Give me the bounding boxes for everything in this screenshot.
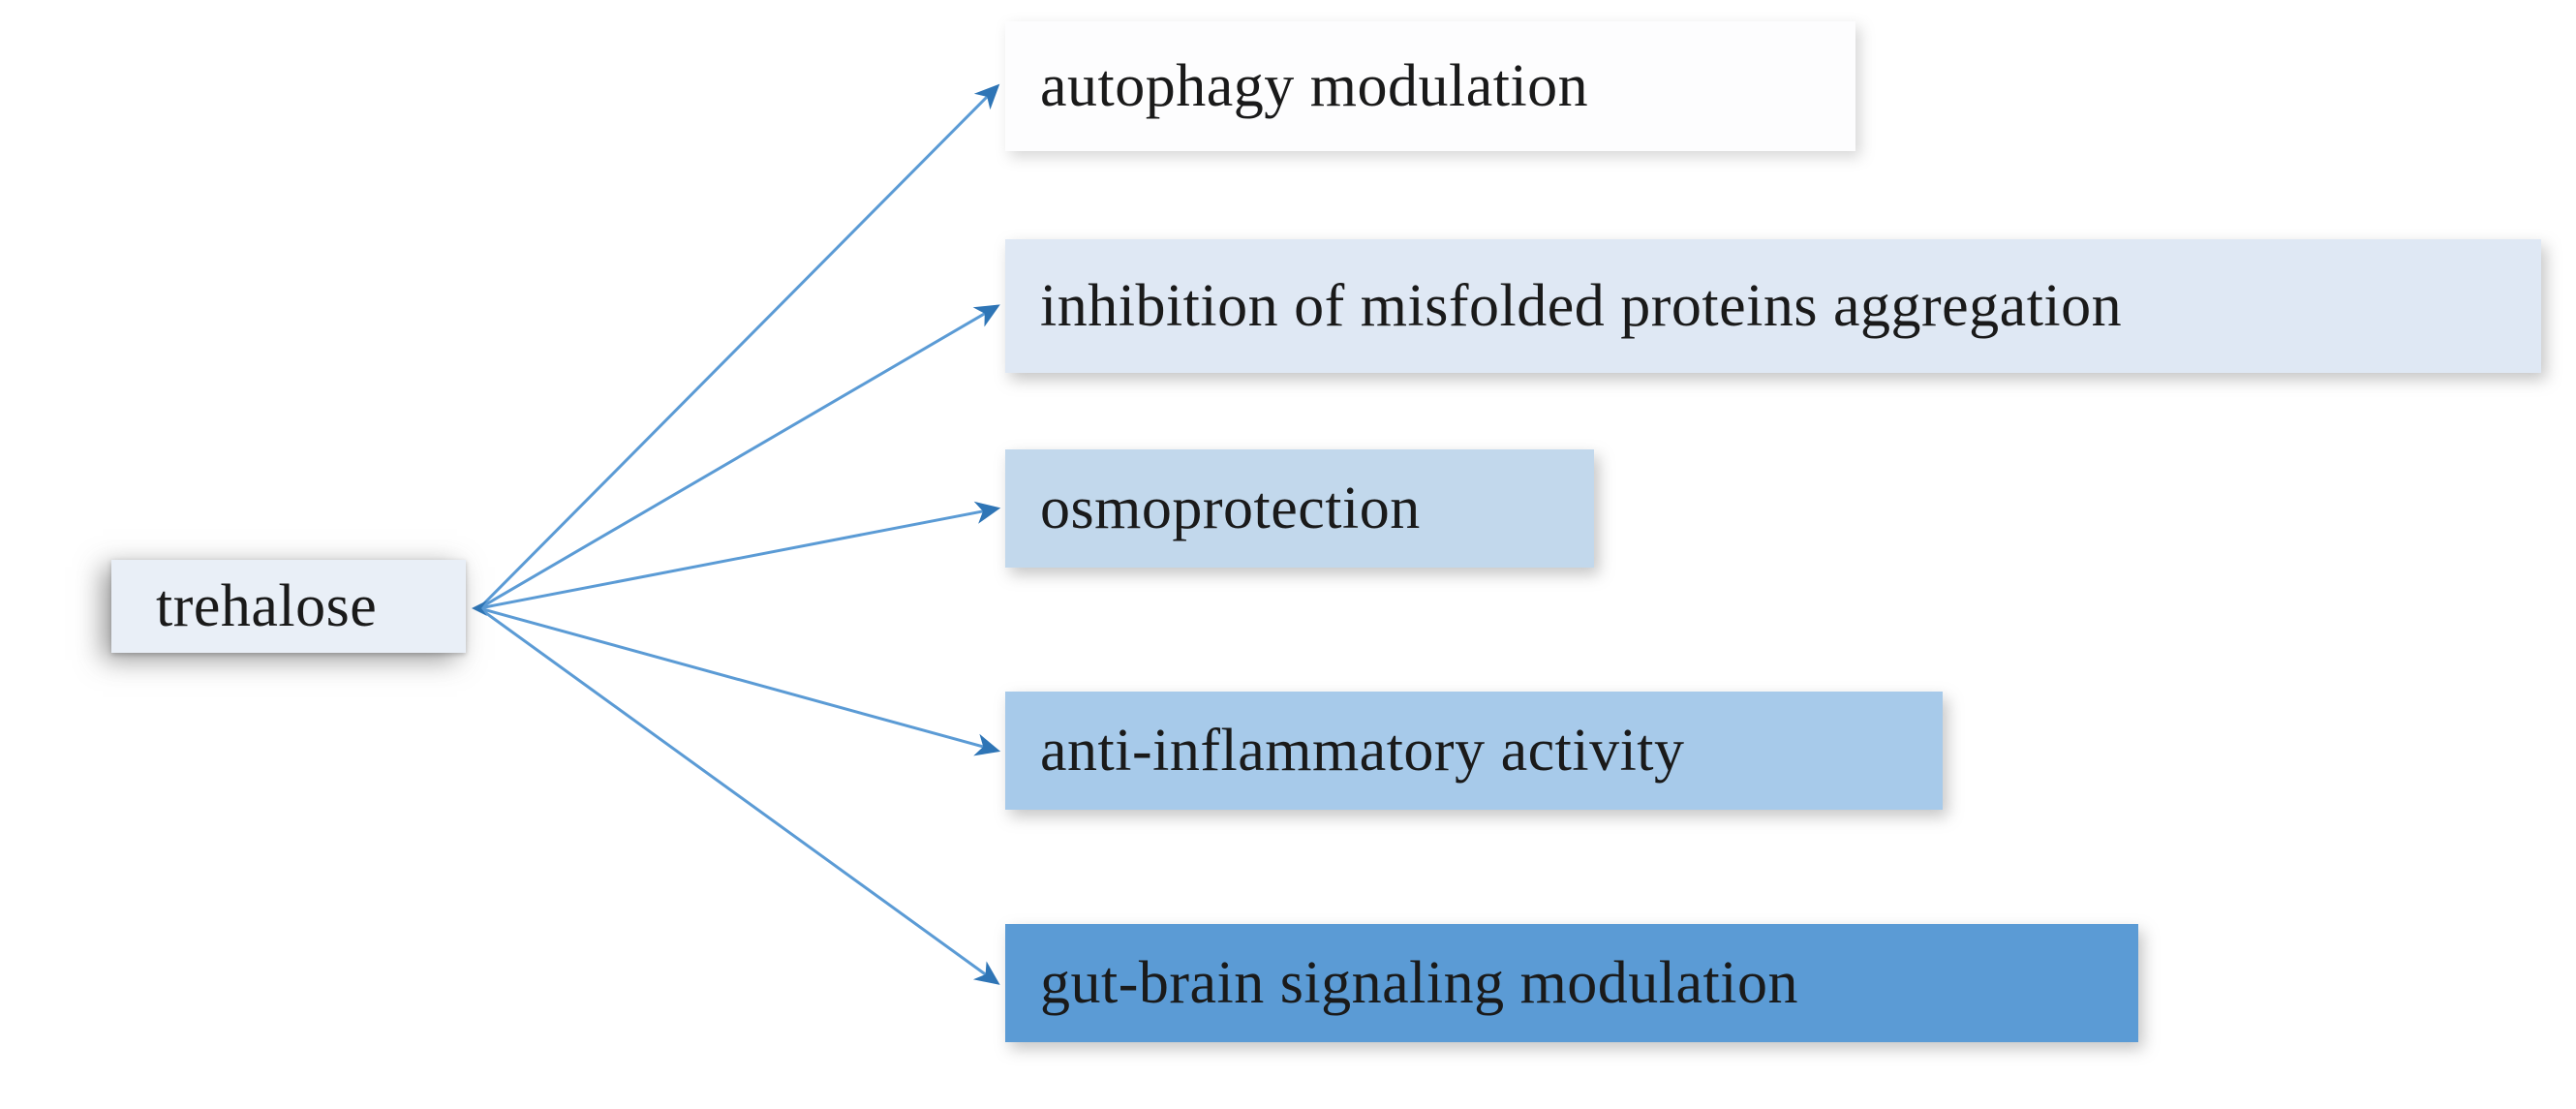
target-node-anti-inflammatory-activity[interactable]: anti-inflammatory activity <box>1005 692 1943 810</box>
connector-arrow <box>478 606 1000 985</box>
connector-arrow <box>478 606 1001 756</box>
connector-arrow <box>478 304 1000 610</box>
connector-arrow <box>478 501 1001 610</box>
source-node-trehalose[interactable]: trehalose <box>111 560 466 653</box>
target-node-osmoprotection[interactable]: osmoprotection <box>1005 449 1594 568</box>
target-node-label: gut-brain signaling modulation <box>1040 950 1799 1016</box>
source-node-label: trehalose <box>156 573 378 639</box>
target-node-label: autophagy modulation <box>1040 53 1589 119</box>
target-node-label: osmoprotection <box>1040 476 1421 541</box>
target-node-label: inhibition of misfolded proteins aggrega… <box>1040 273 2123 339</box>
target-node-label: anti-inflammatory activity <box>1040 718 1685 784</box>
target-node-inhibition-of-misfolded-proteins-aggregation[interactable]: inhibition of misfolded proteins aggrega… <box>1005 239 2541 373</box>
target-node-gut-brain-signaling-modulation[interactable]: gut-brain signaling modulation <box>1005 924 2138 1042</box>
target-node-autophagy-modulation[interactable]: autophagy modulation <box>1005 21 1855 151</box>
connector-arrow <box>477 83 1000 610</box>
hub-arrowhead <box>472 601 487 616</box>
